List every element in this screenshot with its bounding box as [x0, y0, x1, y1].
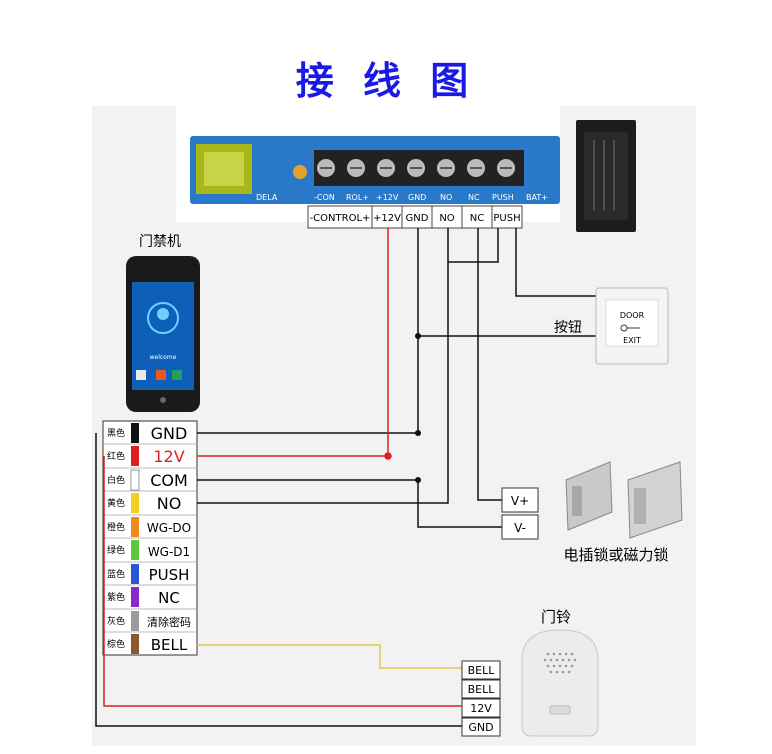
access-device-label: 门禁机 — [139, 234, 181, 250]
exit-button-label: 按钮 — [554, 320, 582, 336]
wire-lines — [95, 228, 596, 727]
access-control-device: welcome — [126, 256, 200, 412]
doorbell-terminals: BELL BELL 12V GND — [461, 660, 501, 737]
silk-gnd: GND — [408, 193, 426, 202]
wire-color-table: 黑色 红色 白色 黄色 橙色 绿色 蓝色 紫色 灰色 棕色 — [102, 420, 198, 656]
page-title: 接 线 图 — [295, 59, 477, 103]
silk-nc: NC — [468, 193, 480, 202]
wire-color-white: 白色 — [107, 474, 125, 486]
face-scan-icon — [147, 302, 179, 334]
signal-bell: BELL — [151, 636, 188, 654]
signal-push: PUSH — [149, 566, 190, 584]
controller-terminals: -CONTROL+ +12V GND NO NC PUSH — [307, 205, 523, 229]
signal-gnd: GND — [151, 424, 188, 443]
bell-terminal-bell-2: BELL — [468, 683, 496, 696]
doorbell-label: 门铃 — [541, 608, 571, 626]
lock-terminals: V+ V- — [501, 487, 539, 540]
doorbell-icon — [521, 629, 599, 737]
lock-terminal-v-plus: V+ — [511, 494, 529, 508]
bell-terminal-bell-1: BELL — [468, 664, 496, 677]
electric-bolt-lock-icon — [565, 461, 613, 531]
terminal-nc: NC — [470, 213, 484, 224]
terminal-push: PUSH — [493, 213, 520, 224]
swatch-brown — [131, 634, 139, 654]
bell-terminal-gnd: GND — [468, 721, 493, 734]
signal-clear-password: 清除密码 — [147, 615, 191, 629]
signal-com: COM — [150, 471, 188, 490]
signal-wg-do: WG-DO — [147, 521, 191, 535]
swatch-orange — [131, 517, 139, 537]
exit-button-exit: EXIT — [623, 336, 641, 345]
terminal-no: NO — [439, 213, 454, 224]
wire-color-gray: 灰色 — [107, 615, 125, 627]
silk-bat: BAT+ — [526, 193, 548, 202]
terminal-control: -CONTROL+ — [310, 213, 371, 224]
terminal-screws — [314, 150, 524, 186]
wire-color-green: 绿色 — [107, 544, 125, 556]
silk-push: PUSH — [492, 193, 514, 202]
wire-color-yellow: 黄色 — [107, 497, 125, 509]
silk-no: NO — [440, 193, 452, 202]
wire-color-brown: 棕色 — [107, 638, 125, 650]
signal-no: NO — [157, 494, 182, 513]
swatch-blue — [131, 564, 139, 584]
lock-label: 电插锁或磁力锁 — [563, 546, 668, 564]
swatch-gray — [131, 611, 139, 631]
lock-terminal-v-minus: V- — [514, 521, 526, 535]
wire-color-red: 红色 — [107, 450, 125, 462]
wire-color-orange: 橙色 — [107, 521, 125, 533]
terminal-gnd: GND — [406, 213, 429, 224]
swatch-yellow — [131, 493, 139, 513]
potentiometer-icon — [293, 165, 307, 179]
exit-button: DOOR EXIT — [595, 287, 669, 365]
silk-12v: +12V — [376, 193, 399, 202]
wire-color-purple: 紫色 — [107, 591, 125, 603]
terminal-12v: +12V — [373, 213, 401, 224]
signal-wg-d1: WG-D1 — [148, 545, 190, 559]
wire-color-black: 黑色 — [107, 427, 125, 439]
wire-color-blue: 蓝色 — [107, 568, 125, 580]
power-supply-board: DELA -CON ROL+ +12V GND NO NC PUSH BAT+ — [190, 136, 560, 204]
swatch-purple — [131, 587, 139, 607]
control-box — [576, 120, 636, 232]
silk-dela: DELA — [256, 193, 278, 202]
swatch-white — [130, 469, 140, 491]
exit-button-door: DOOR — [620, 311, 645, 320]
swatch-red — [131, 446, 139, 466]
swatch-black — [131, 423, 139, 443]
magnetic-lock-icon — [627, 461, 683, 539]
swatch-green — [131, 540, 139, 560]
signal-nc: NC — [158, 589, 180, 607]
signal-12v: 12V — [153, 447, 184, 466]
silk-rol: ROL+ — [346, 193, 369, 202]
bell-terminal-12v: 12V — [470, 702, 492, 715]
silk-con: -CON — [314, 193, 335, 202]
screen-welcome: welcome — [150, 354, 177, 361]
